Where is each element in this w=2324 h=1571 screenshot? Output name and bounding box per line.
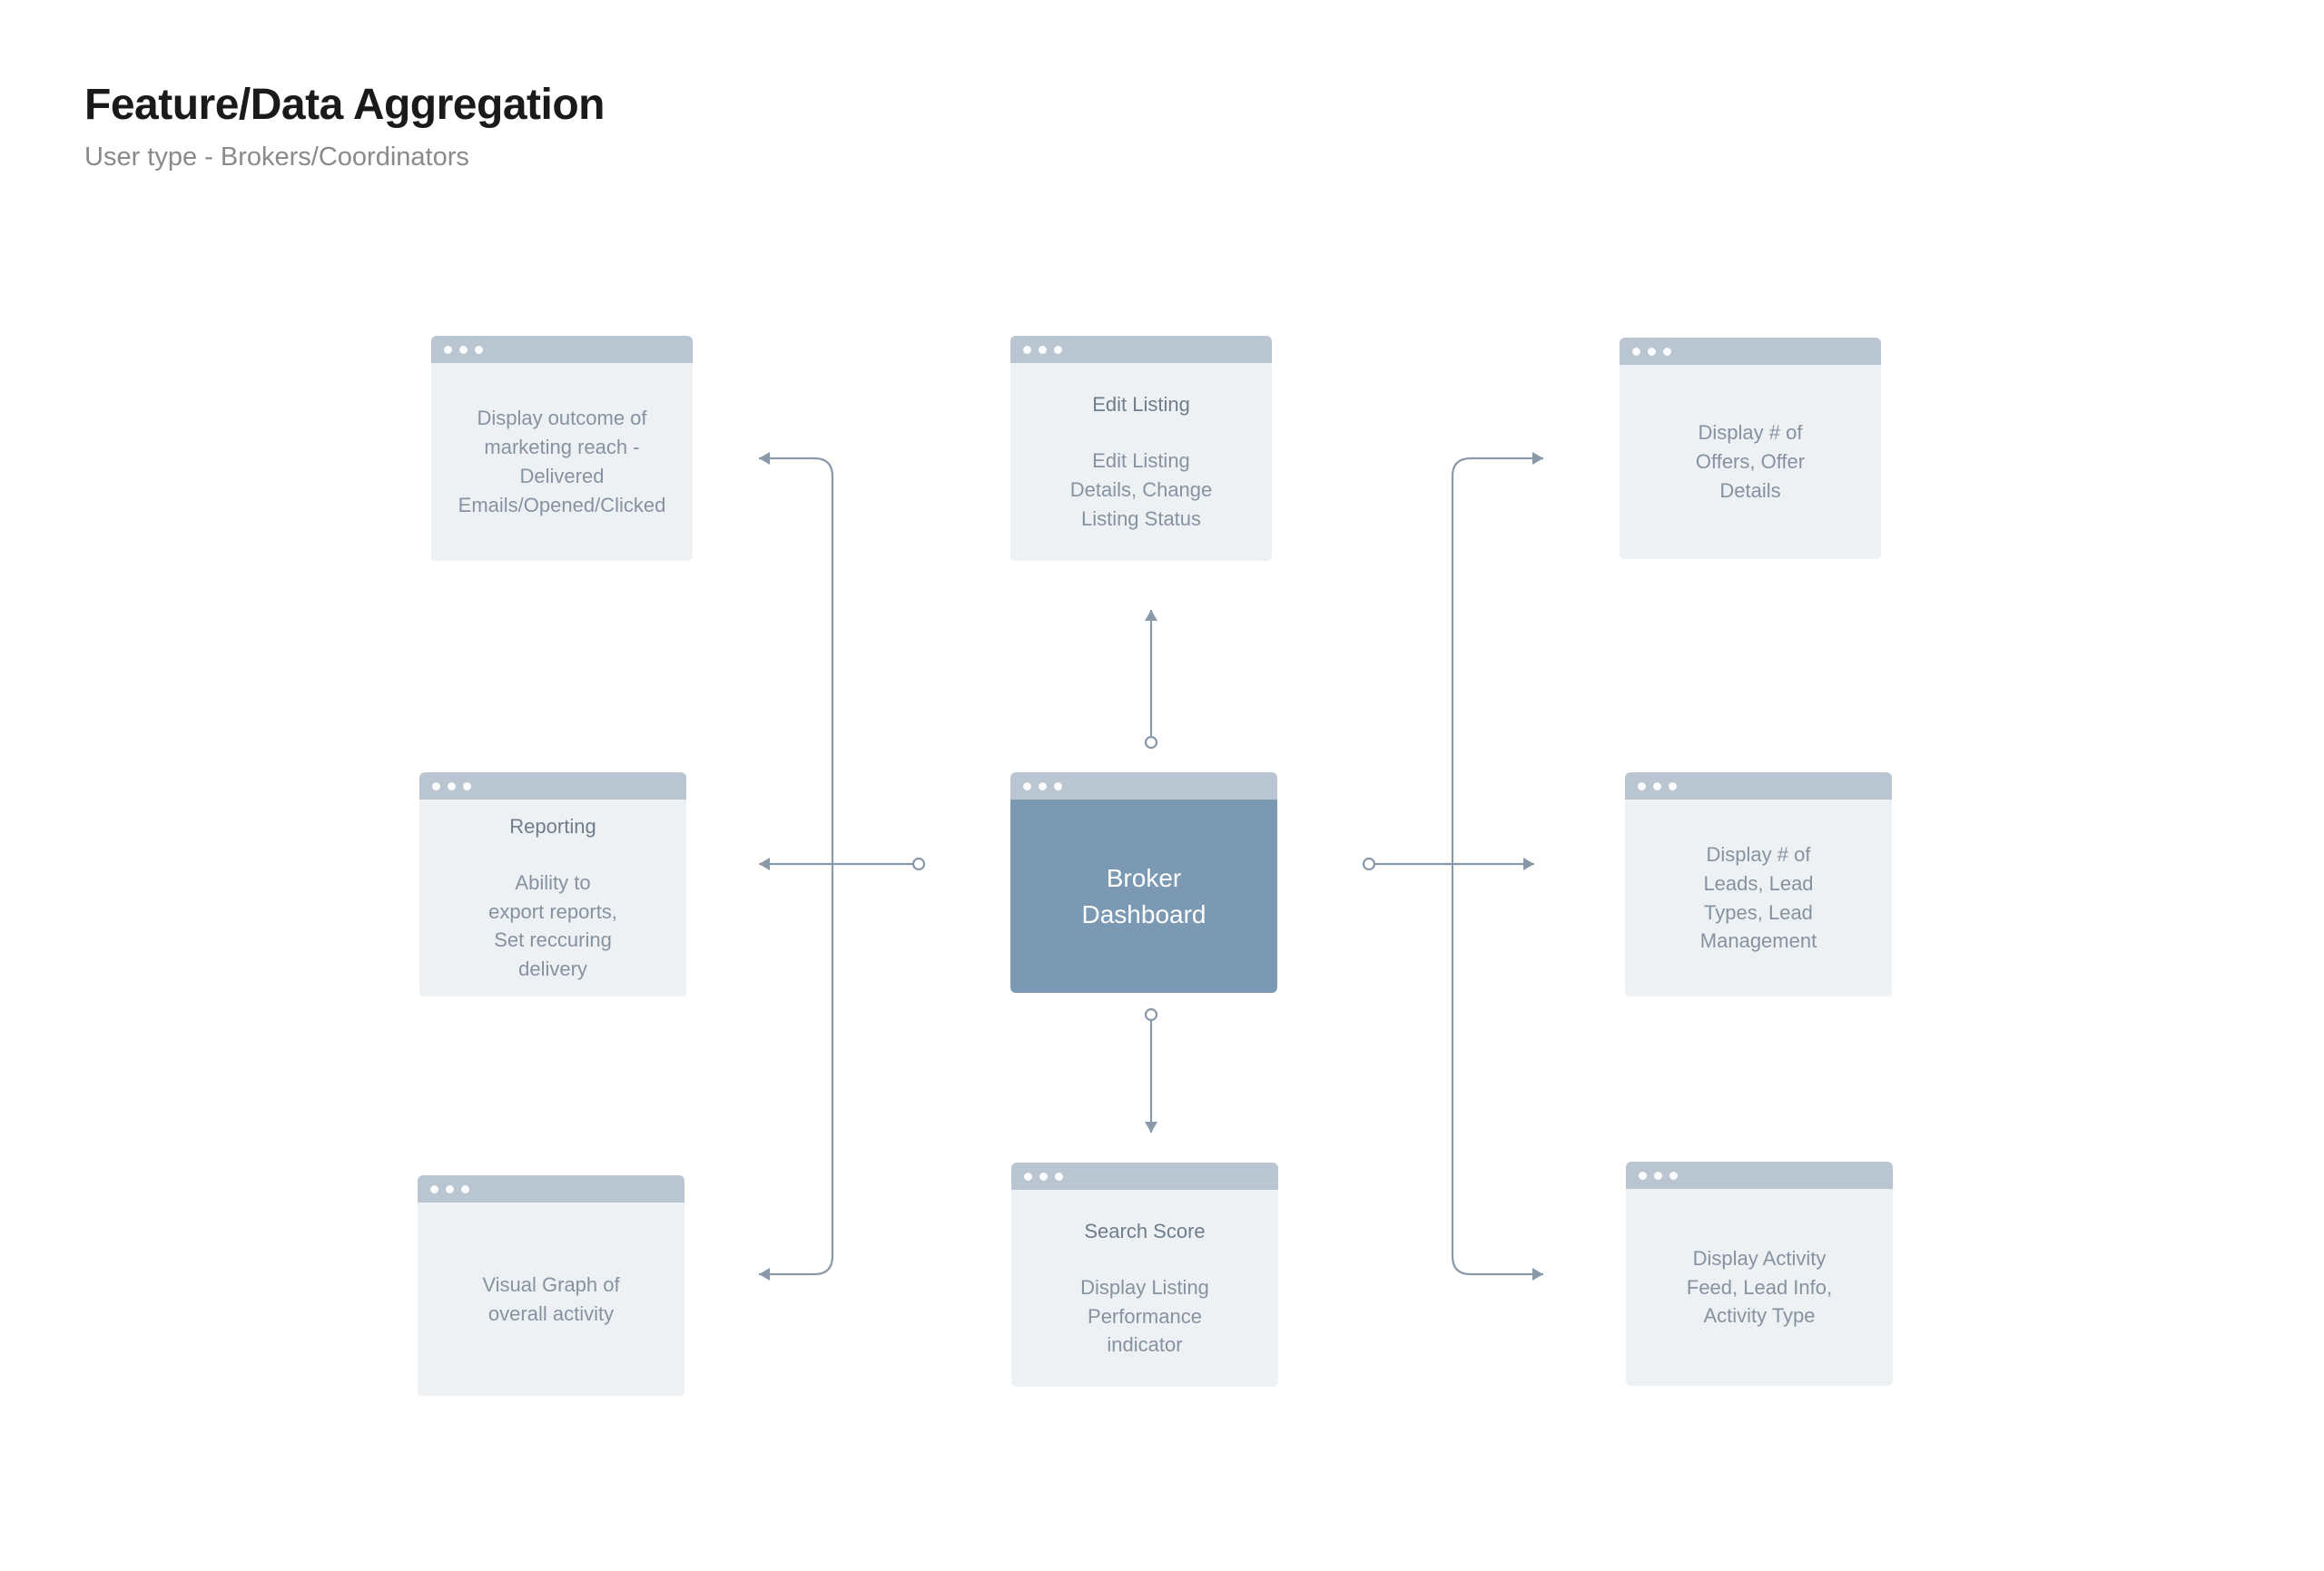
window-dot-icon <box>475 345 483 354</box>
connector-dashboard-to-edit-listing <box>1144 610 1158 750</box>
connector-right-trunk <box>1451 452 1543 1281</box>
window-dot-icon <box>1054 781 1062 790</box>
page-title: Feature/Data Aggregation <box>84 81 605 129</box>
node-title: Search Score <box>1084 1219 1206 1242</box>
window-dot-icon <box>463 781 471 790</box>
node-leads[interactable]: Display # of Leads, Lead Types, Lead Man… <box>1625 772 1892 997</box>
node-body: Reporting Ability to export reports, Set… <box>419 800 686 997</box>
window-dot-icon <box>432 781 440 790</box>
window-dot-icon <box>461 1184 469 1193</box>
node-text: Broker Dashboard <box>1081 863 1206 928</box>
window-dot-icon <box>1632 347 1640 356</box>
window-dot-icon <box>1055 1172 1063 1181</box>
window-dot-icon <box>1663 347 1671 356</box>
node-body: Edit Listing Edit Listing Details, Chang… <box>1010 363 1272 561</box>
window-dot-icon <box>448 781 456 790</box>
connector-left-trunk <box>759 452 834 1281</box>
window-dot-icon <box>1638 781 1646 790</box>
connector-dashboard-to-reporting <box>759 857 926 871</box>
window-chrome-bar <box>1010 772 1277 800</box>
window-dot-icon <box>1054 345 1062 354</box>
node-text: Ability to export reports, Set reccuring… <box>488 870 617 981</box>
node-text: Display outcome of marketing reach - Del… <box>458 407 666 516</box>
node-broker-dashboard[interactable]: Broker Dashboard <box>1010 772 1277 993</box>
page-header: Feature/Data Aggregation User type - Bro… <box>84 81 605 172</box>
window-dot-icon <box>1039 781 1047 790</box>
node-reporting[interactable]: Reporting Ability to export reports, Set… <box>419 772 686 997</box>
window-chrome-bar <box>419 772 686 800</box>
node-activity-feed[interactable]: Display Activity Feed, Lead Info, Activi… <box>1626 1162 1893 1386</box>
node-search-score[interactable]: Search Score Display Listing Performance… <box>1011 1163 1278 1387</box>
window-dot-icon <box>444 345 452 354</box>
node-body: Search Score Display Listing Performance… <box>1011 1190 1278 1387</box>
connector-dashboard-to-search-score <box>1144 1007 1158 1133</box>
window-dot-icon <box>1039 1172 1048 1181</box>
window-chrome-bar <box>1625 772 1892 800</box>
window-dot-icon <box>1039 345 1047 354</box>
window-dot-icon <box>1639 1171 1647 1180</box>
node-body: Display # of Offers, Offer Details <box>1620 365 1881 559</box>
window-chrome-bar <box>431 336 693 363</box>
node-text: Visual Graph of overall activity <box>482 1272 620 1325</box>
node-marketing-reach[interactable]: Display outcome of marketing reach - Del… <box>431 336 693 561</box>
window-dot-icon <box>459 345 468 354</box>
node-text: Display Listing Performance indicator <box>1080 1275 1209 1357</box>
window-dot-icon <box>1669 781 1677 790</box>
node-title: Edit Listing <box>1092 393 1190 417</box>
node-body: Visual Graph of overall activity <box>418 1203 684 1396</box>
window-dot-icon <box>1648 347 1656 356</box>
node-body: Display outcome of marketing reach - Del… <box>431 363 693 561</box>
window-chrome-bar <box>418 1175 684 1203</box>
page-subtitle: User type - Brokers/Coordinators <box>84 142 469 172</box>
node-text: Display # of Leads, Lead Types, Lead Man… <box>1699 842 1817 953</box>
node-text: Display Activity Feed, Lead Info, Activi… <box>1686 1246 1833 1328</box>
window-dot-icon <box>430 1184 438 1193</box>
node-body: Display # of Leads, Lead Types, Lead Man… <box>1625 800 1892 997</box>
window-chrome-bar <box>1626 1162 1893 1189</box>
window-dot-icon <box>1024 1172 1032 1181</box>
window-chrome-bar <box>1620 338 1881 365</box>
node-text: Display # of Offers, Offer Details <box>1695 421 1806 502</box>
node-body: Broker Dashboard <box>1010 800 1277 993</box>
node-offers[interactable]: Display # of Offers, Offer Details <box>1620 338 1881 559</box>
connector-dashboard-to-leads <box>1362 857 1534 871</box>
node-title: Reporting <box>509 814 596 838</box>
window-dot-icon <box>1023 345 1031 354</box>
window-chrome-bar <box>1011 1163 1278 1190</box>
window-dot-icon <box>1023 781 1031 790</box>
node-edit-listing[interactable]: Edit Listing Edit Listing Details, Chang… <box>1010 336 1272 561</box>
node-body: Display Activity Feed, Lead Info, Activi… <box>1626 1189 1893 1386</box>
window-dot-icon <box>1653 781 1661 790</box>
node-visual-graph[interactable]: Visual Graph of overall activity <box>418 1175 684 1396</box>
window-chrome-bar <box>1010 336 1272 363</box>
window-dot-icon <box>1654 1171 1662 1180</box>
node-text: Edit Listing Details, Change Listing Sta… <box>1069 449 1213 530</box>
window-dot-icon <box>1669 1171 1678 1180</box>
window-dot-icon <box>446 1184 454 1193</box>
